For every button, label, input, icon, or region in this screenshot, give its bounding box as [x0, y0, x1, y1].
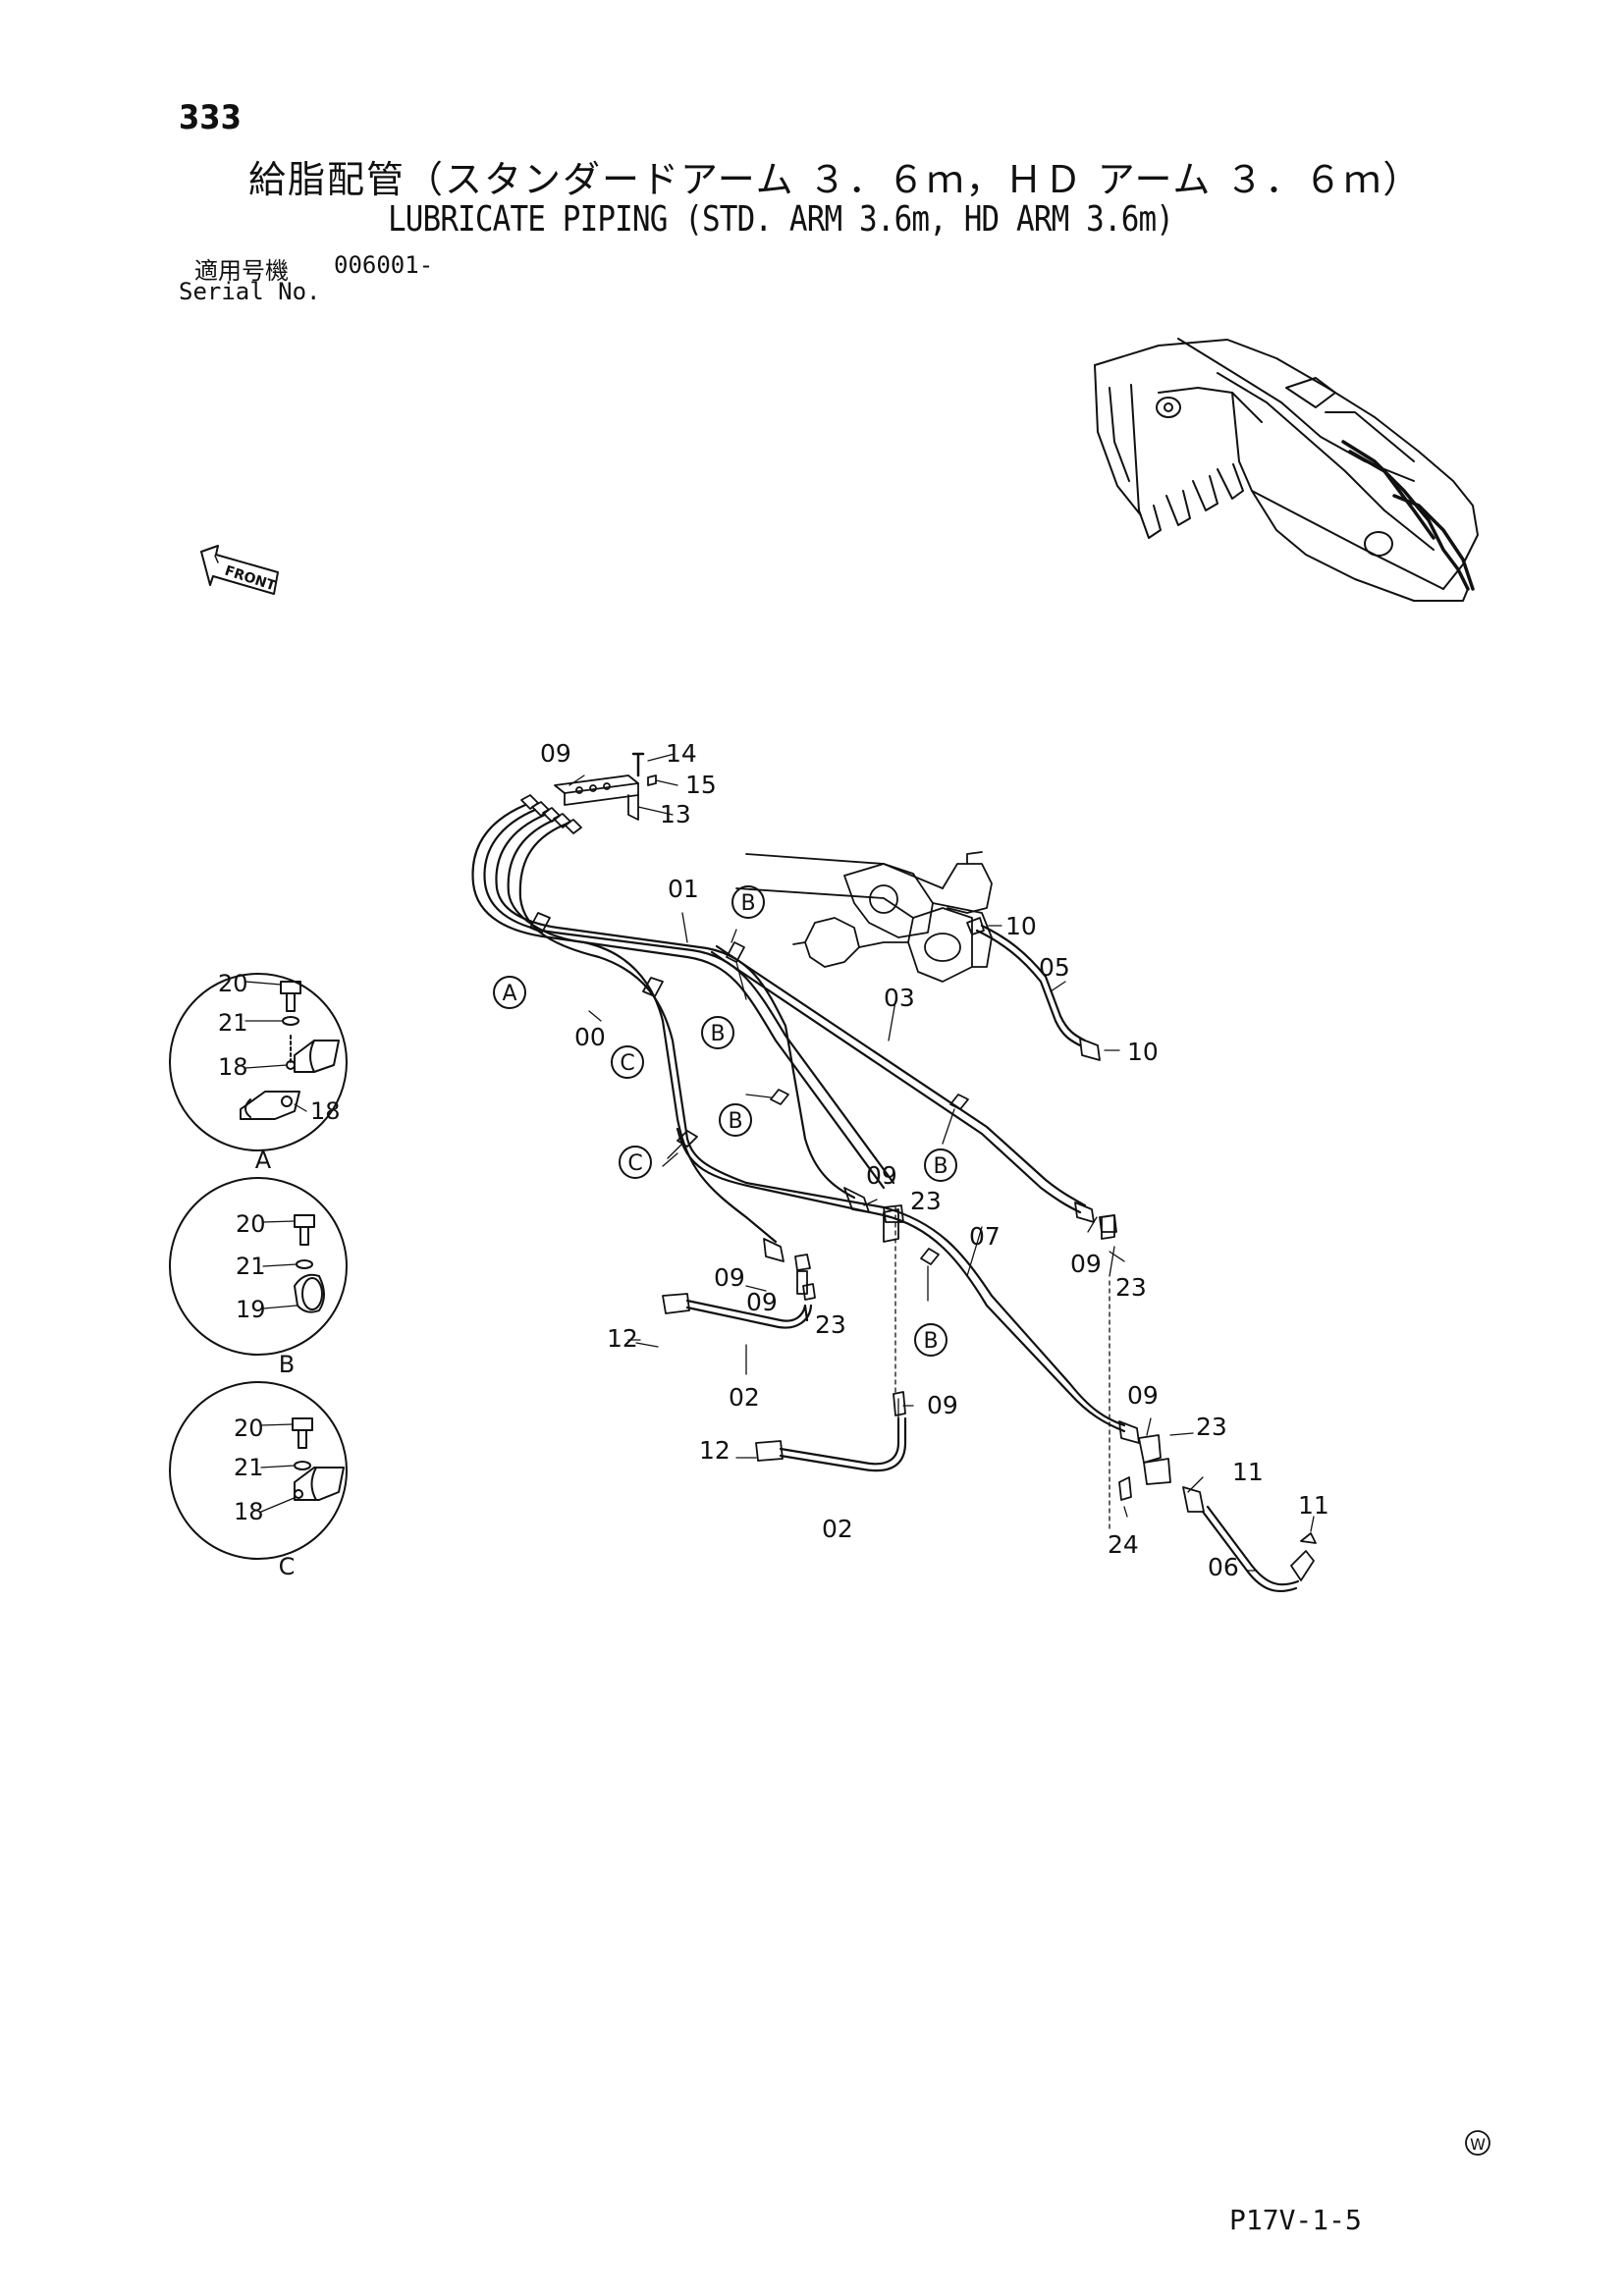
part-label-09: 09: [1127, 1381, 1159, 1410]
page-title-japanese: 給脂配管（スタンダードアーム ３．６ｍ，ＨＤ アーム ３．６ｍ）: [248, 158, 1423, 201]
callout-A: [493, 976, 526, 1009]
excavator-overview-illustration: [1094, 338, 1479, 602]
callout-B-letter: B: [710, 1022, 725, 1046]
detail-C-label: C: [279, 1553, 296, 1580]
front-direction-arrow: FRONT: [200, 545, 279, 595]
serial-number-value: 006001-: [334, 251, 434, 279]
part-label-09: 09: [714, 1263, 745, 1292]
callout-B: [701, 1016, 734, 1049]
callout-C-letter: C: [627, 1151, 642, 1176]
callout-C: [619, 1146, 652, 1179]
front-label: FRONT: [223, 563, 278, 595]
callout-A-letter: A: [502, 982, 516, 1006]
detail-A-part-21: 21: [218, 1009, 248, 1037]
serial-label-japanese: 適用号機: [194, 257, 289, 285]
callout-B-letter: B: [923, 1329, 938, 1354]
part-label-05: 05: [1039, 953, 1070, 982]
part-label-10: 10: [1127, 1038, 1159, 1066]
part-label-11: 11: [1298, 1491, 1329, 1520]
page-code: P17V-1-5: [1229, 2204, 1362, 2236]
detail-C-part-21: 21: [234, 1454, 264, 1481]
lubrication-hoses: [471, 803, 1300, 1593]
part-label-23: 23: [910, 1187, 942, 1215]
detail-A-part-18: 18: [310, 1097, 341, 1125]
detail-C-part-20: 20: [234, 1415, 264, 1442]
callout-B: [731, 885, 765, 919]
detail-C-part-18: 18: [234, 1498, 264, 1525]
logo-letter: W: [1470, 2135, 1486, 2154]
detail-B-part-21: 21: [236, 1253, 266, 1280]
part-label-09: 09: [540, 739, 571, 768]
part-label-23: 23: [1115, 1273, 1147, 1302]
hose-fittings: [520, 794, 1317, 1581]
leader-lines: [568, 753, 1315, 1572]
part-label-13: 13: [660, 800, 691, 828]
part-label-00: 00: [574, 1023, 606, 1051]
serial-label-english: Serial No.: [179, 278, 321, 305]
detail-view-C: [169, 1381, 348, 1560]
callout-C-letter: C: [620, 1051, 634, 1076]
part-label-03: 03: [884, 984, 915, 1012]
detail-A-label: A: [255, 1147, 272, 1174]
detail-view-A: [169, 973, 348, 1151]
arm-pin-illustration: [735, 851, 993, 983]
detail-B-part-20: 20: [236, 1210, 266, 1238]
callout-B-letter: B: [740, 891, 755, 916]
part-label-23: 23: [815, 1310, 846, 1339]
part-label-02: 02: [822, 1515, 853, 1543]
callout-B: [914, 1323, 947, 1357]
page-number: 333: [179, 98, 242, 137]
part-label-24: 24: [1108, 1530, 1139, 1559]
part-label-15: 15: [685, 771, 717, 799]
detail-B-label: B: [279, 1351, 295, 1378]
detail-A-part-20: 20: [218, 970, 248, 997]
part-label-11: 11: [1232, 1458, 1264, 1486]
callout-C: [611, 1045, 644, 1079]
clamp-callouts: [493, 885, 957, 1357]
part-label-06: 06: [1208, 1553, 1239, 1581]
part-label-09: 09: [927, 1391, 958, 1419]
part-label-23: 23: [1196, 1413, 1227, 1441]
part-label-09: 09: [866, 1161, 897, 1190]
callout-B-letter: B: [933, 1154, 947, 1179]
manufacturer-logo: W: [1465, 2130, 1490, 2156]
detail-B-part-19: 19: [236, 1296, 266, 1323]
part-label-01: 01: [668, 875, 699, 903]
part-label-12: 12: [699, 1436, 731, 1465]
part-label-14: 14: [666, 739, 697, 768]
page-title-english: LUBRICATE PIPING (STD. ARM 3.6m, HD ARM …: [388, 199, 1174, 240]
part-label-10: 10: [1005, 912, 1037, 940]
callout-B-letter: B: [728, 1109, 742, 1134]
part-label-12: 12: [607, 1324, 638, 1353]
part-label-09: 09: [746, 1288, 778, 1316]
part-label-02: 02: [729, 1383, 760, 1412]
callout-B: [719, 1103, 752, 1137]
part-label-07: 07: [969, 1222, 1001, 1251]
callout-B: [924, 1148, 957, 1182]
detail-A-part-18: 18: [218, 1053, 248, 1081]
grease-distribution-block: [554, 752, 657, 821]
part-label-09: 09: [1070, 1250, 1102, 1278]
